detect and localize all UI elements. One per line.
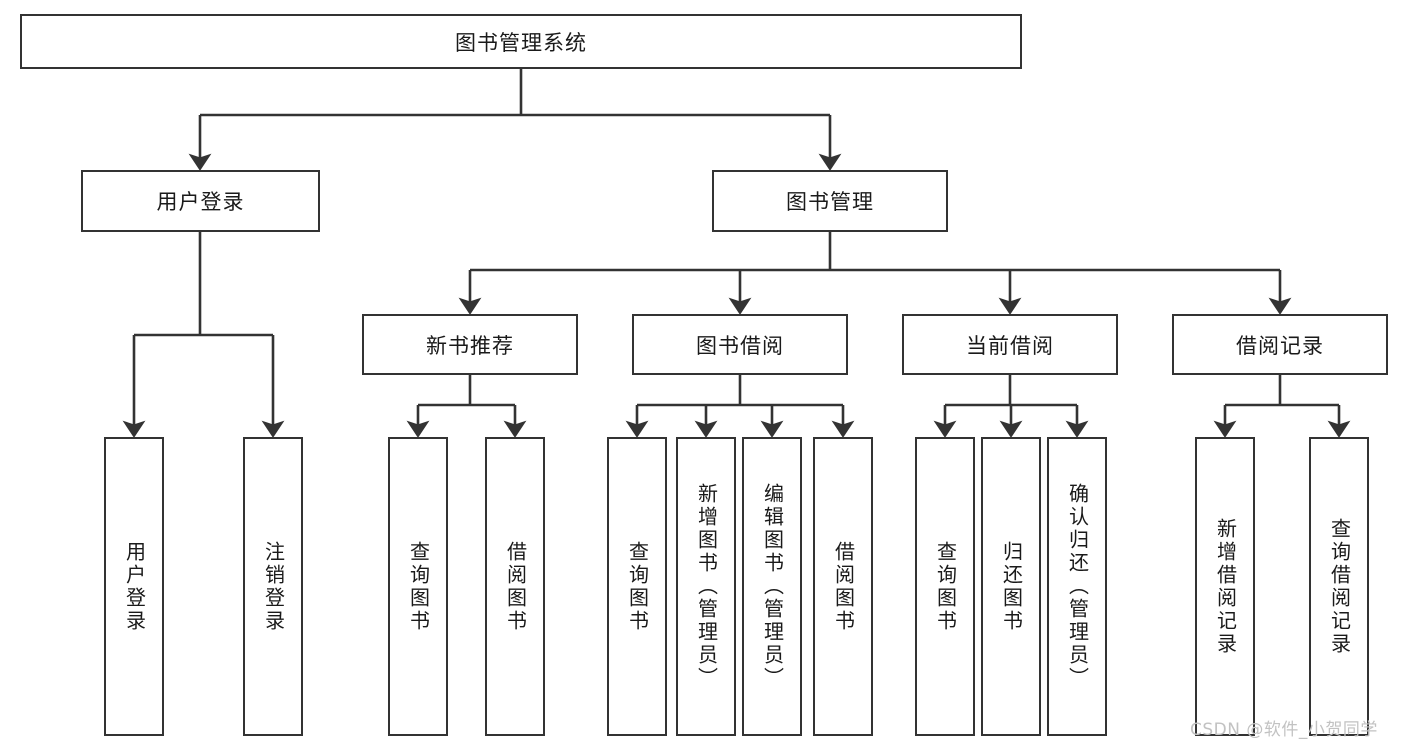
watermark-text: CSDN @软件_小贺同学 (1190, 720, 1378, 740)
node-user-login[interactable]: 用户登录 (81, 170, 320, 232)
node-user-login-label: 用户登录 (156, 190, 245, 214)
node-leaf-query-book-1[interactable]: 查询图书 (388, 437, 448, 736)
node-leaf-query-book-1-label: 查询图书 (406, 540, 431, 633)
node-book-manage-label: 图书管理 (786, 190, 874, 214)
node-leaf-query-record[interactable]: 查询借阅记录 (1309, 437, 1369, 736)
node-current-borrow[interactable]: 当前借阅 (902, 314, 1118, 375)
node-leaf-return-book-label: 归还图书 (999, 540, 1024, 633)
node-current-borrow-label: 当前借阅 (966, 333, 1054, 358)
node-new-book-recommend[interactable]: 新书推荐 (362, 314, 578, 375)
node-leaf-add-record-label: 新增借阅记录 (1213, 517, 1238, 656)
node-book-borrow[interactable]: 图书借阅 (632, 314, 848, 375)
node-leaf-add-record[interactable]: 新增借阅记录 (1195, 437, 1255, 736)
node-book-manage[interactable]: 图书管理 (712, 170, 948, 232)
node-leaf-query-record-label: 查询借阅记录 (1327, 517, 1352, 656)
node-root[interactable]: 图书管理系统 (20, 14, 1022, 69)
node-leaf-user-login-label: 用户登录 (122, 540, 147, 633)
node-leaf-query-book-2[interactable]: 查询图书 (607, 437, 667, 736)
node-leaf-borrow-book-2-label: 借阅图书 (831, 540, 856, 633)
node-borrow-record[interactable]: 借阅记录 (1172, 314, 1388, 375)
node-leaf-confirm-return-label: 确认归还（管理员） (1065, 483, 1090, 690)
node-leaf-borrow-book-2[interactable]: 借阅图书 (813, 437, 873, 736)
node-leaf-edit-book[interactable]: 编辑图书（管理员） (742, 437, 802, 736)
node-leaf-user-logout-label: 注销登录 (261, 540, 286, 633)
node-leaf-query-book-3[interactable]: 查询图书 (915, 437, 975, 736)
node-root-label: 图书管理系统 (455, 30, 587, 55)
node-leaf-edit-book-label: 编辑图书（管理员） (760, 483, 785, 690)
node-leaf-borrow-book-1-label: 借阅图书 (503, 540, 528, 633)
node-new-book-recommend-label: 新书推荐 (426, 333, 514, 358)
node-leaf-add-book-label: 新增图书（管理员） (694, 483, 719, 690)
node-leaf-add-book[interactable]: 新增图书（管理员） (676, 437, 736, 736)
node-book-borrow-label: 图书借阅 (696, 333, 784, 358)
node-borrow-record-label: 借阅记录 (1236, 333, 1324, 358)
node-leaf-user-logout[interactable]: 注销登录 (243, 437, 303, 736)
node-leaf-return-book[interactable]: 归还图书 (981, 437, 1041, 736)
node-leaf-query-book-3-label: 查询图书 (933, 540, 958, 633)
node-leaf-borrow-book-1[interactable]: 借阅图书 (485, 437, 545, 736)
node-leaf-confirm-return[interactable]: 确认归还（管理员） (1047, 437, 1107, 736)
node-leaf-query-book-2-label: 查询图书 (625, 540, 650, 633)
node-leaf-user-login[interactable]: 用户登录 (104, 437, 164, 736)
